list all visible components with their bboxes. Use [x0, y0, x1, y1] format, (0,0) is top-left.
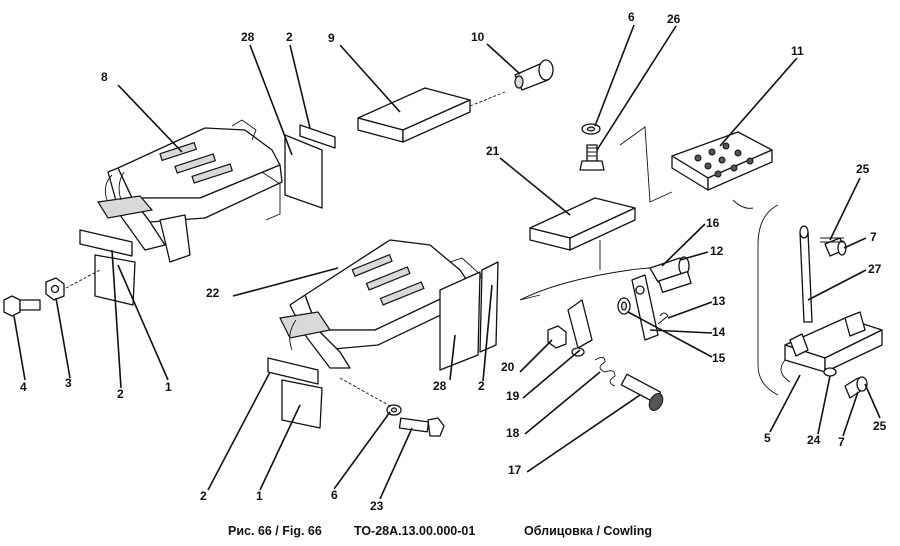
- spring-18: [594, 357, 616, 387]
- nut-20: [547, 325, 567, 349]
- pin-7-lower: [844, 376, 868, 399]
- callout-13: 13: [712, 294, 726, 308]
- callout-10: 10: [471, 30, 485, 44]
- drawing-code: ТО-28А.13.00.000-01: [354, 524, 476, 538]
- pin-16-12: [649, 256, 692, 293]
- callout-9: 9: [328, 31, 335, 45]
- callout-3: 3: [65, 376, 72, 390]
- callout-5: 5: [764, 431, 771, 445]
- panel-1-lower: [267, 357, 323, 429]
- plate-9: [357, 87, 506, 143]
- bolt-23: [398, 417, 445, 437]
- callout-28: 28: [241, 30, 255, 44]
- cowling-lower-center: [279, 239, 483, 369]
- cotter-13: [657, 312, 669, 325]
- callout-labels: 8 28 2 9 10 6 26 11 21 16 12 25 7 27 13 …: [20, 10, 887, 513]
- callout-6: 6: [628, 10, 635, 24]
- callout-2: 2: [286, 30, 293, 44]
- callout-23: 23: [370, 499, 384, 513]
- callout-1: 1: [256, 489, 263, 503]
- washer-24: [823, 367, 837, 377]
- callout-28: 28: [433, 379, 447, 393]
- figure-title: Облицовка / Cowling: [524, 524, 652, 538]
- bushing-10: [514, 59, 554, 91]
- callout-2: 2: [478, 379, 485, 393]
- bolt-17: [620, 373, 664, 411]
- callout-17: 17: [508, 463, 522, 477]
- bolt-26: [579, 144, 605, 171]
- figure-caption: Рис. 66 / Fig. 66 ТО-28А.13.00.000-01 Об…: [0, 520, 900, 542]
- callout-12: 12: [710, 244, 724, 258]
- callout-21: 21: [486, 144, 500, 158]
- callout-2: 2: [200, 489, 207, 503]
- callout-25: 25: [856, 162, 870, 176]
- leader-lines: [13, 24, 881, 500]
- figure-number: Рис. 66 / Fig. 66: [228, 524, 322, 538]
- callout-25: 25: [873, 419, 887, 433]
- callout-24: 24: [807, 433, 821, 447]
- step-11: [671, 131, 773, 191]
- nut-3: [45, 277, 65, 301]
- latch-plate: [567, 299, 593, 349]
- bracket-5: [780, 311, 883, 383]
- callout-8: 8: [101, 70, 108, 84]
- callout-15: 15: [712, 351, 726, 365]
- callout-6: 6: [331, 488, 338, 502]
- callout-4: 4: [20, 380, 27, 394]
- callout-18: 18: [506, 426, 520, 440]
- cowling-upper-left: [97, 119, 283, 263]
- panel-28-lower: [439, 261, 499, 371]
- callout-20: 20: [501, 360, 515, 374]
- callout-11: 11: [791, 44, 804, 58]
- plate-21: [529, 197, 636, 251]
- callout-14: 14: [712, 325, 726, 339]
- rod-27: [799, 225, 813, 323]
- pin-7-upper: [824, 237, 847, 257]
- panel-28-upper: [284, 124, 336, 209]
- callout-1: 1: [165, 380, 172, 394]
- callout-19: 19: [506, 389, 520, 403]
- callout-7: 7: [838, 435, 845, 449]
- nut-6-top: [581, 123, 601, 135]
- callout-16: 16: [706, 216, 720, 230]
- callout-7: 7: [870, 230, 877, 244]
- ring-15: [617, 297, 631, 315]
- callout-26: 26: [667, 12, 681, 26]
- callout-22: 22: [206, 286, 220, 300]
- cotter-25-upper: [820, 237, 844, 243]
- panel-1-left: [79, 229, 136, 306]
- bolt-4: [3, 295, 41, 317]
- callout-27: 27: [868, 262, 882, 276]
- callout-2: 2: [117, 387, 124, 401]
